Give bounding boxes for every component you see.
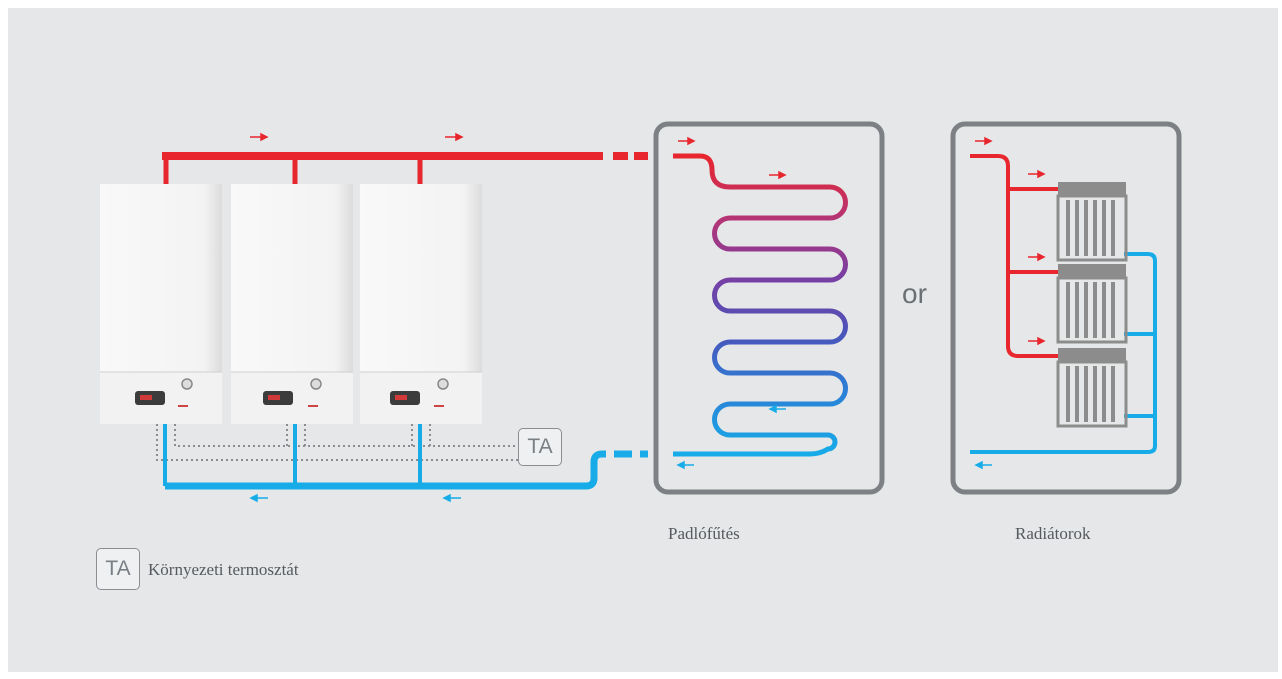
boiler-unit-3 [360,184,482,424]
floor-heating-caption: Padlófűtés [668,524,740,543]
radiators-caption: Radiátorok [1015,524,1091,543]
boiler-knob-3 [437,378,449,390]
radiator-panel [950,121,1182,495]
legend-thermostat-icon: TA [96,548,140,590]
or-label: or [902,278,927,309]
boiler-unit-2 [231,184,353,424]
thermostat-wiring [156,424,520,461]
flow-arrow-icon [250,132,464,142]
thermostat-tag: TA [518,428,562,466]
flow-pipe-header [162,152,648,184]
boiler-knob-1 [181,378,193,390]
return-arrow-icon [249,493,461,503]
radiator-1 [1056,182,1128,262]
floor-heating-coil [673,153,848,457]
legend-text: Környezeti termosztát [148,560,299,579]
boiler-knob-2 [310,378,322,390]
floor-heating-panel [653,121,885,495]
return-pipe-header [163,420,648,490]
radiator-3 [1056,348,1128,428]
radiator-2 [1056,264,1128,344]
boiler-unit-1 [100,184,222,424]
